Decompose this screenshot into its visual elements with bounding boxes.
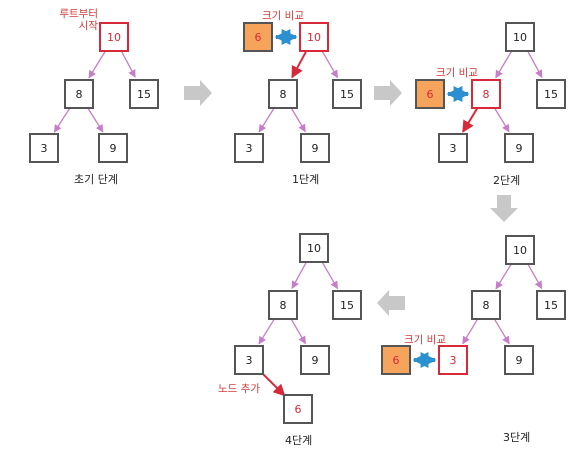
stage3-node-n15-box [536,290,566,320]
stage2-node-n15-value: 15 [544,88,558,101]
stage3-node-n9-value: 9 [516,354,523,367]
compare-label-stage1: 크기 비교 [262,10,304,22]
stage4-node-n3-value: 3 [246,354,253,367]
stage0-node-n3-box [29,133,59,163]
add-node-label: 노드 추가 [218,383,260,395]
stage4-node-n8-box [268,290,298,320]
stage1-node-n10-value: 10 [307,31,321,44]
stage0-node-n15-box [129,79,159,109]
stage1-node-n9-value: 9 [312,142,319,155]
stage1-node-n3-box [234,133,264,163]
stage4-node-n9-box [300,345,330,375]
stage2-new-node-box [415,79,445,109]
stage2-node-n3-value: 3 [450,142,457,155]
stage3-node-n8-value: 8 [483,299,490,312]
stage2-node-n15-box [536,79,566,109]
stage2-edge-n8-n3 [462,107,478,133]
stage0-node-n3-value: 3 [41,142,48,155]
stage3-edge-n10-n15 [527,264,543,290]
stage4-node-n6-box [283,394,313,424]
stage2-node-n3-box [438,133,468,163]
stage-arrow-1-to-2 [374,80,402,106]
stage1-node-n10-box [299,22,329,52]
stage4-node-n9-value: 9 [312,354,319,367]
stage-arrow-3-to-4 [377,290,405,316]
stage2-edge-n8-n9 [494,108,510,133]
stage2-node-n9-box [504,133,534,163]
stage2-new-node-value: 6 [427,88,434,101]
stage1-node-n8-box [268,79,298,109]
stage0-edge-n10-n8 [88,51,106,79]
stage4-edge-n8-n3 [258,319,275,345]
stage4-node-n8-value: 8 [280,299,287,312]
stage0-edge-n8-n9 [87,108,104,133]
stage1-node-n8-value: 8 [280,88,287,101]
stage2-edge-n10-n8 [495,51,512,79]
stage1-node-n15-value: 15 [340,88,354,101]
stage3-node-n15-value: 15 [544,299,558,312]
stage0-node-n10-box [99,22,129,52]
stage3-edge-n8-n9 [494,319,510,345]
stage-caption-initial: 초기 단계 [74,173,118,186]
stage4-node-n15-box [332,290,362,320]
stage1-edge-n10-n15 [321,51,339,79]
stage3-node-n9-box [504,345,534,375]
compare-label-stage3: 크기 비교 [404,334,446,346]
stage4-edge-n3-n6 [260,371,286,397]
stage0-node-n15-value: 15 [137,88,151,101]
stage-caption-2: 2단계 [493,174,521,187]
stage4-node-n10-value: 10 [307,242,321,255]
stage4-edge-n10-n15 [321,262,339,290]
stage1-node-n3-value: 3 [246,142,253,155]
stage1-new-node-box [243,22,273,52]
stage0-edge-n8-n3 [53,107,71,133]
stage1-node-n15-box [332,79,362,109]
stage2-node-n9-value: 9 [516,142,523,155]
stage0-node-n9-box [98,133,128,163]
stage-caption-4: 4단계 [285,434,313,447]
stage1-edge-n10-n8 [291,51,307,79]
stage0-node-n8-box [64,79,94,109]
stage3-new-node-box [381,345,411,375]
stage3-node-n3-box [438,345,468,375]
start-from-root-label: 루트부터 시작 [59,8,98,32]
stage3-edge-n10-n8 [495,264,512,290]
stage4-node-n10-box [299,233,329,263]
stage3-node-n8-box [471,290,501,320]
compare-label-stage2: 크기 비교 [436,67,478,79]
stage0-node-n9-value: 9 [110,142,117,155]
stage3-node-n10-value: 10 [513,244,527,257]
stage0-node-n8-value: 8 [76,88,83,101]
stage3-node-n3-value: 3 [450,354,457,367]
stage1-node-n9-box [300,133,330,163]
stage3-new-node-value: 6 [393,354,400,367]
stage4-node-n15-value: 15 [340,299,354,312]
stage-caption-3: 3단계 [503,431,531,444]
stage2-node-n10-box [505,22,535,52]
stage-arrow-0-to-1 [184,80,212,106]
stage3-node-n10-box [505,235,535,265]
stage4-edge-n8-n9 [290,319,307,345]
stage1-edge-n8-n9 [291,108,306,133]
stage-caption-1: 1단계 [292,173,320,186]
stage-arrow-2-to-3 [490,195,518,222]
stage0-node-n10-value: 10 [107,31,121,44]
stage3-edge-n8-n3 [462,319,478,345]
stage4-edge-n10-n8 [291,262,307,289]
stage0-edge-n10-n15 [121,51,136,78]
stage1-edge-n8-n3 [258,108,275,133]
stage2-node-n10-value: 10 [513,31,527,44]
stage2-edge-n10-n15 [527,51,543,78]
stage2-node-n8-value: 8 [483,88,490,101]
stage1-new-node-value: 6 [255,31,262,44]
stage4-node-n3-box [234,345,264,375]
stage2-node-n8-box [471,79,501,109]
stage4-node-n6-value: 6 [295,403,302,416]
